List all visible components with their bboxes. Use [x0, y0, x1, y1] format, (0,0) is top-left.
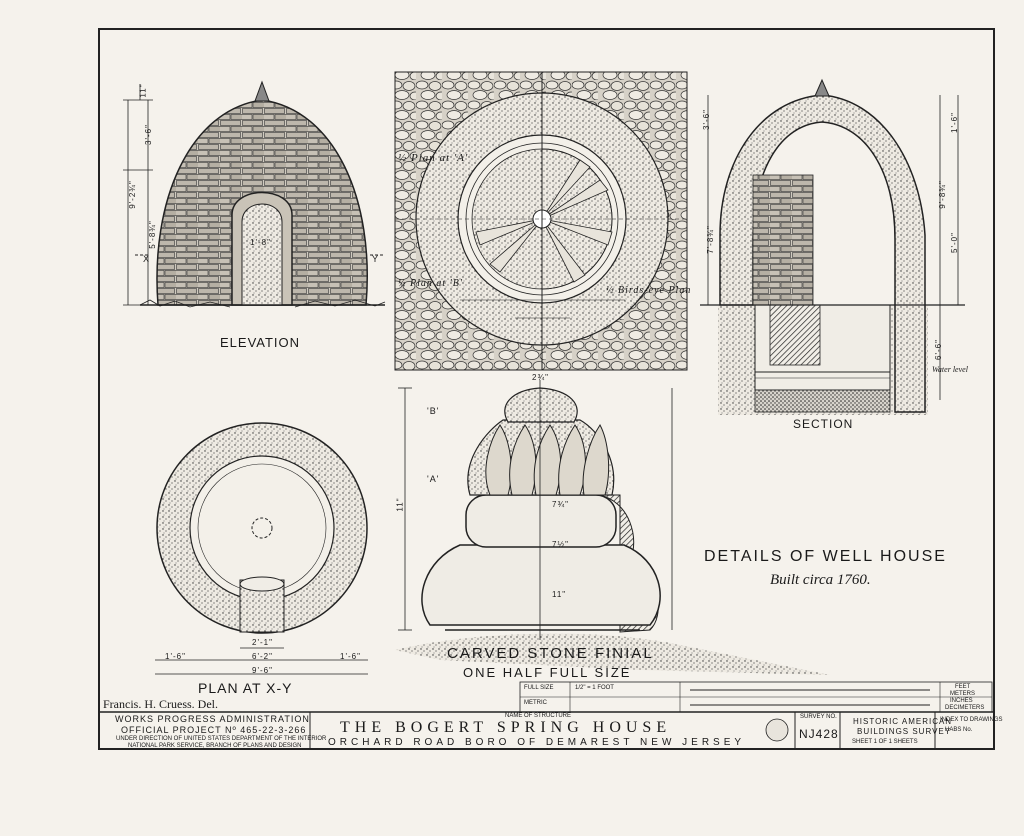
marker-a: 'A' — [427, 474, 440, 484]
meters-label: METERS — [950, 691, 976, 697]
habs-line-2: BUILDINGS SURVEY — [857, 727, 952, 736]
dim-sec-upper: 3'-6" — [701, 109, 711, 130]
dim-finial-top: 2¾" — [532, 373, 549, 382]
sheet-number: SHEET 1 OF 1 SHEETS — [852, 739, 918, 745]
dim-sec-low: 5'-0" — [949, 232, 959, 253]
dim-finial-w1: 7¾" — [552, 500, 569, 509]
finial-title-2: ONE HALF FULL SIZE — [463, 665, 632, 680]
elevation-label: ELEVATION — [220, 335, 301, 350]
dim-plan-mid: 6'-2" — [252, 652, 273, 661]
plan-drawing — [394, 71, 688, 371]
sheet-border — [98, 28, 995, 750]
finial-title-1: CARVED STONE FINIAL — [447, 645, 654, 662]
dim-sec-top: 1'-6" — [949, 112, 959, 133]
dim-finial-height: 11" — [395, 497, 405, 512]
dim-plan-outer: 9'-6" — [252, 666, 273, 675]
birds-eye-label: ½ Birds-eye Plan — [606, 285, 692, 296]
index-label: INDEX TO DRAWINGS — [940, 717, 1003, 723]
dim-elev-top: 11" — [138, 83, 148, 98]
section-drawing — [700, 78, 965, 415]
marker-y: Y — [372, 254, 380, 264]
survey-number: NJ428 — [799, 727, 839, 741]
plan-xy-drawing — [155, 422, 368, 675]
plan-xy-label: PLAN AT X-Y — [198, 680, 293, 696]
title-block-lines — [98, 681, 995, 750]
habs-number-label: HABS No. — [945, 727, 973, 733]
decimeters-label: DECIMETERS — [945, 705, 985, 711]
dim-finial-w2: 7½" — [552, 540, 569, 549]
elevation-drawing — [123, 80, 386, 308]
water-level-label: Water level — [932, 365, 968, 374]
dim-elev-total: 9'-2¾" — [127, 180, 137, 209]
section-label: SECTION — [793, 417, 854, 431]
dim-arch-width: 1'-8" — [250, 238, 271, 247]
feet-label: FEET — [955, 684, 971, 690]
wpa-line-2: OFFICIAL PROJECT Nº 465-22-3-266 — [121, 725, 307, 735]
detail-title: DETAILS OF WELL HOUSE — [704, 548, 947, 565]
habs-line-1: HISTORIC AMERICAN — [853, 717, 953, 726]
structure-name: THE BOGERT SPRING HOUSE — [340, 719, 672, 736]
built-date: Built circa 1760. — [770, 572, 871, 588]
dim-plan-inner: 2'-1" — [252, 638, 273, 647]
inches-label: INCHES — [950, 698, 973, 704]
metric-label: METRIC — [524, 700, 547, 706]
scale-foot-label: 1/2" = 1 FOOT — [575, 685, 614, 691]
dim-plan-side-right: 1'-6" — [340, 652, 361, 661]
finial-drawing — [395, 380, 830, 675]
survey-no-label: SURVEY NO. — [800, 714, 837, 720]
dim-sec-mid: 7'-8¾" — [705, 225, 715, 254]
dim-sec-total: 9'-8¾" — [937, 180, 947, 209]
plan-a-label: ½ Plan at 'A' — [398, 152, 469, 164]
full-size-label: FULL SIZE — [524, 685, 554, 691]
wpa-line-4: NATIONAL PARK SERVICE, BRANCH OF PLANS A… — [128, 743, 302, 749]
delineator: Francis. H. Cruess. Del. — [103, 697, 218, 711]
name-of-structure-label: NAME OF STRUCTURE — [505, 713, 571, 719]
marker-b: 'B' — [427, 406, 440, 416]
marker-x: X — [143, 254, 151, 264]
dim-plan-side-left: 1'-6" — [165, 652, 186, 661]
wpa-line-1: WORKS PROGRESS ADMINISTRATION — [115, 714, 310, 724]
dim-elev-upper: 3'-6" — [143, 124, 153, 145]
wpa-line-3: UNDER DIRECTION OF UNITED STATES DEPARTM… — [116, 736, 327, 742]
dim-finial-w3: 11" — [552, 590, 567, 599]
dim-elev-lower: 5'-8¾" — [147, 220, 157, 249]
dim-sec-bottom: 6'-6" — [933, 339, 943, 360]
structure-location: ORCHARD ROAD BORO OF DEMAREST NEW JERSEY — [328, 737, 746, 748]
plan-b-label: ½ Plan at 'B' — [398, 278, 464, 289]
